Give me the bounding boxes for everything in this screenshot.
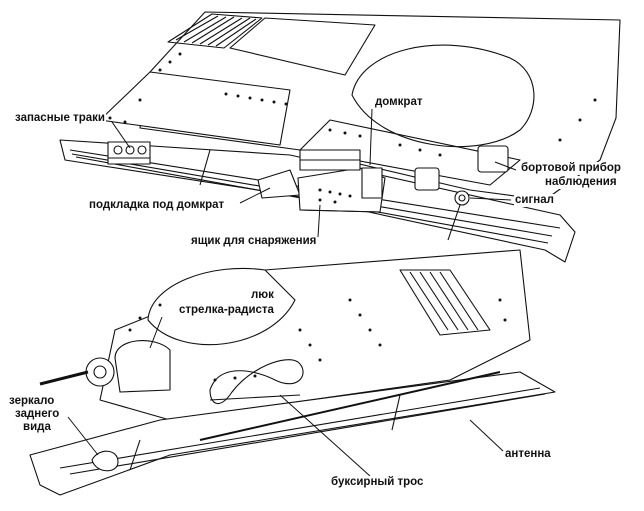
spare-tracks-drawing bbox=[107, 141, 151, 165]
leader-jack-pad bbox=[239, 187, 271, 204]
antenna-drawing bbox=[199, 371, 501, 441]
label-hatch-1: люк bbox=[250, 289, 275, 302]
upper-rivets bbox=[108, 52, 597, 204]
label-jack: домкрат bbox=[374, 96, 424, 109]
label-antenna: антенна bbox=[504, 448, 552, 461]
lower-hull-drawing bbox=[29, 249, 556, 496]
label-tow-cable: буксирный трос bbox=[330, 476, 425, 489]
leader-side-vision bbox=[494, 161, 517, 171]
machine-gun-drawing bbox=[39, 357, 115, 387]
leader-hatch bbox=[149, 316, 163, 349]
lower-engine-grille bbox=[399, 269, 491, 336]
radio-operator-hatch-drawing bbox=[114, 340, 171, 393]
label-equipment-box: ящик для снаряжения bbox=[190, 235, 318, 248]
jack-drawing bbox=[299, 149, 383, 199]
lower-fender bbox=[29, 371, 556, 496]
leader-antenna bbox=[469, 419, 504, 452]
label-hatch-2: стрелка-радиста bbox=[178, 304, 275, 317]
label-mirror-1: зеркало bbox=[8, 395, 56, 408]
label-jack-pad: подкладка под домкрат bbox=[88, 199, 226, 212]
label-side-vision-2: наблюдения bbox=[544, 176, 618, 189]
leader-spare-tracks bbox=[111, 121, 131, 149]
lower-rivets bbox=[128, 298, 507, 382]
leader-jack bbox=[369, 108, 373, 166]
side-vision-device-drawing bbox=[477, 145, 509, 173]
turret-ring-arc bbox=[351, 44, 535, 148]
label-spare-tracks: запасные траки bbox=[14, 112, 106, 125]
rear-view-mirror-drawing bbox=[91, 450, 119, 472]
leader-lines bbox=[67, 108, 517, 477]
leader-mirror bbox=[67, 416, 99, 456]
upper-hull-drawing bbox=[59, 11, 621, 263]
label-mirror-3: вида bbox=[22, 421, 52, 434]
leader-equipment-box bbox=[317, 204, 321, 238]
engine-grille bbox=[167, 13, 263, 49]
label-side-vision-1: бортовой прибор bbox=[520, 162, 622, 175]
label-mirror-2: заднего bbox=[14, 408, 61, 421]
leader-tow-cable bbox=[279, 394, 371, 477]
leader-signal bbox=[469, 197, 512, 201]
label-signal: сигнал bbox=[514, 194, 555, 207]
signal-horn-drawing bbox=[454, 190, 470, 206]
